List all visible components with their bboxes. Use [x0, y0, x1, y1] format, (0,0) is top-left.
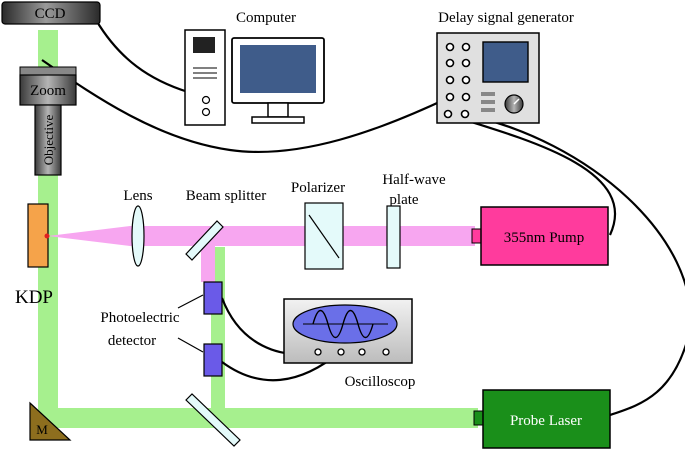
pump-laser: 355nm Pump: [471, 206, 609, 266]
ccd-camera: CCD: [1, 1, 101, 25]
half-wave-plate: Half-wave plate: [382, 172, 446, 269]
zoom-lens: Zoom: [19, 66, 77, 106]
computer-label: Computer: [236, 10, 296, 26]
ccd-label: CCD: [35, 6, 66, 22]
probe-laser: Probe Laser: [473, 389, 611, 449]
polarizer-label: Polarizer: [291, 180, 345, 196]
mirror: M: [29, 401, 72, 441]
beam-splitter-label: Beam splitter: [186, 188, 266, 204]
scope-waveform: [312, 309, 374, 339]
delay-signal-generator: Delay signal generator: [436, 10, 574, 124]
lower-beam-splitter: [185, 393, 241, 447]
pump-label: 355nm Pump: [504, 230, 584, 246]
photodetector-label-line1: Photoelectric: [100, 310, 179, 326]
beam-splitter: Beam splitter: [185, 188, 266, 261]
probe-laser-label: Probe Laser: [510, 413, 582, 429]
detector-lower: [203, 343, 223, 377]
zoom-label: Zoom: [30, 83, 66, 99]
lens-label: Lens: [123, 188, 152, 204]
oscilloscope: Oscilloscop: [283, 298, 416, 390]
kdp-crystal: KDP: [15, 203, 53, 308]
pink-pump-beam: [48, 226, 475, 282]
half-wave-label-line2: plate: [389, 192, 418, 208]
objective-lens: Objective: [34, 104, 62, 176]
photodetector-label-line2: detector: [108, 333, 156, 349]
delay-pump-cable: [444, 112, 617, 236]
polarizer: Polarizer: [291, 180, 345, 270]
lens: Lens: [123, 188, 153, 267]
delay-probe-cable: [462, 112, 685, 417]
delay-generator-label: Delay signal generator: [438, 10, 574, 26]
half-wave-label-line1: Half-wave: [382, 172, 446, 188]
ccd-delay-cable: [41, 59, 449, 154]
generator-screen: [482, 41, 529, 83]
computer: Computer: [184, 10, 325, 126]
mirror-label: M: [36, 422, 48, 437]
photoelectric-detector: Photoelectric detector: [100, 281, 223, 377]
ccd-computer-cable: [95, 19, 189, 94]
computer-tower: [184, 29, 226, 126]
detector-upper: [203, 281, 223, 315]
kdp-label: KDP: [15, 287, 53, 308]
objective-label: Objective: [41, 115, 56, 166]
computer-monitor: [231, 37, 325, 124]
generator-knobs: [443, 42, 471, 119]
oscilloscope-label: Oscilloscop: [345, 374, 416, 390]
